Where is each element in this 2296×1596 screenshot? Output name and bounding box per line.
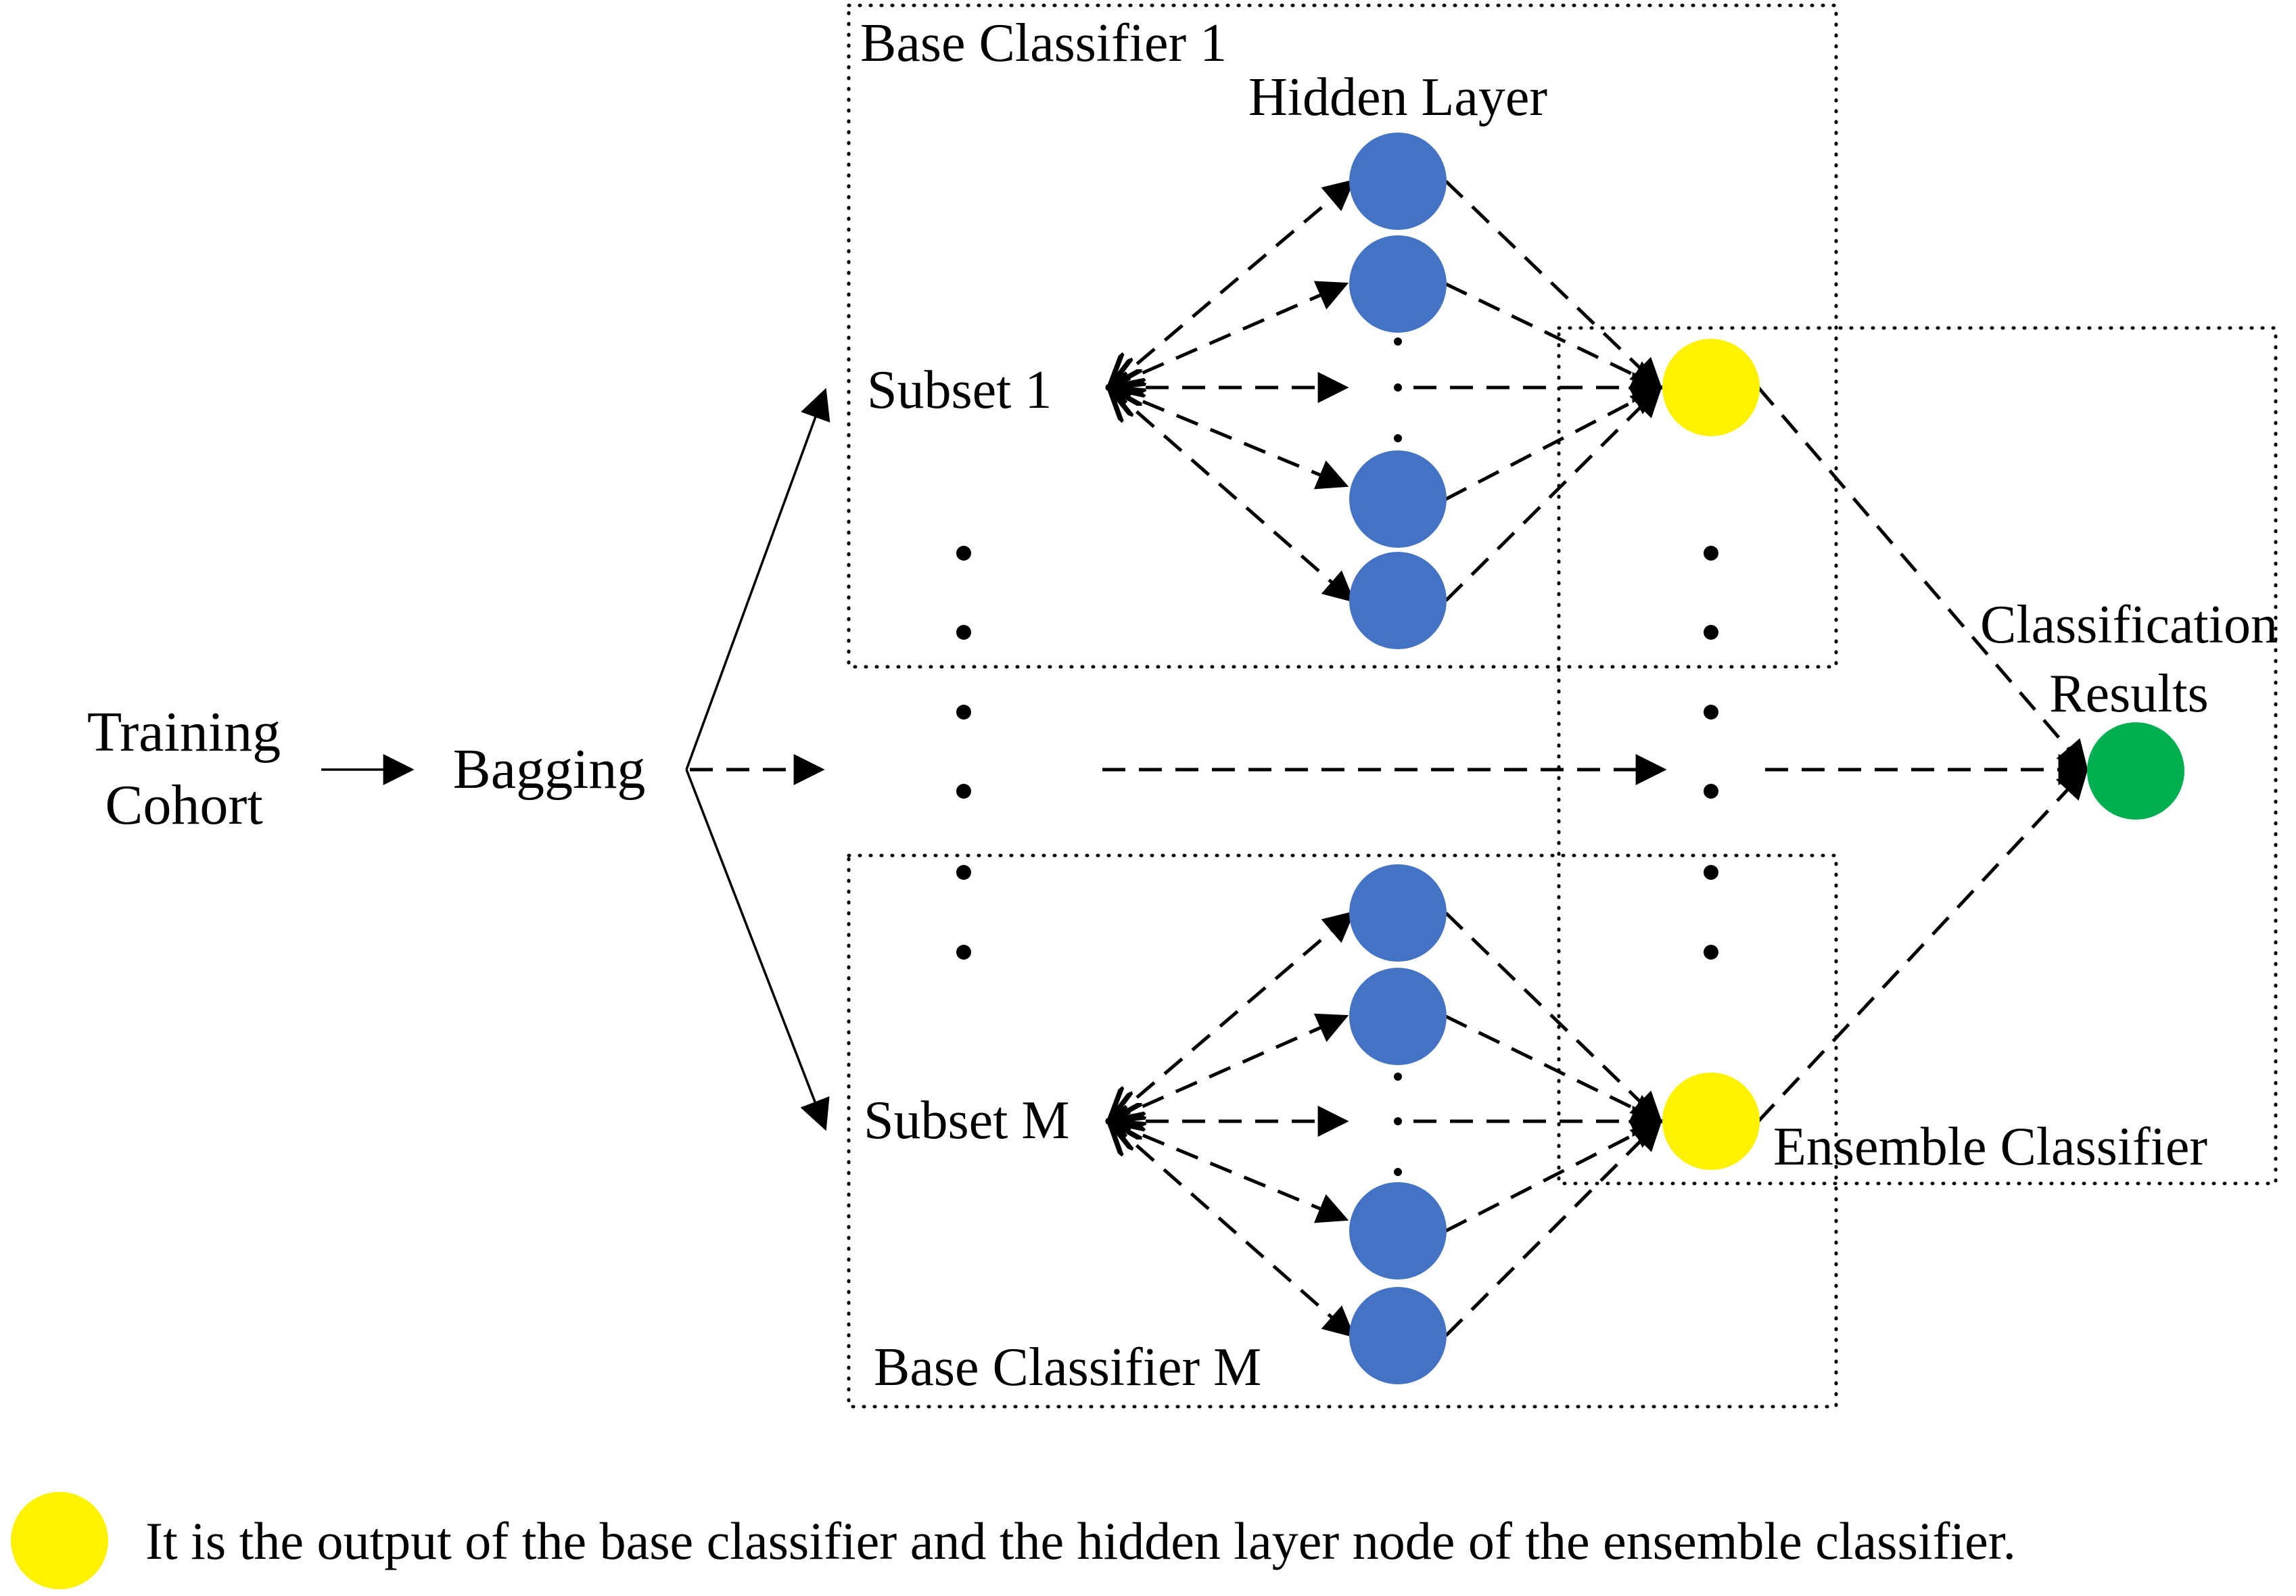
output-1-to-final-arrow — [1757, 386, 2088, 772]
classification-results-label-line2: Results — [2049, 664, 2209, 724]
base-classifier-m-box — [847, 853, 1838, 1409]
subset-1-connections — [1109, 181, 1664, 601]
hidden-node-1-3 — [1349, 450, 1447, 548]
bagging-label: Bagging — [453, 738, 646, 801]
hidden-node-1-2 — [1349, 235, 1447, 333]
ensemble-classifier-label: Ensemble Classifier — [1773, 1117, 2207, 1177]
bagging-to-subset-m-arrow — [685, 769, 830, 1131]
hidden-layer-ellipsis-m — [1394, 1073, 1402, 1176]
hidden-node-m-2 — [1349, 968, 1447, 1065]
legend-yellow-node — [11, 1492, 108, 1589]
subset-m-label: Subset M — [864, 1091, 1070, 1150]
base-classifier-1-label: Base Classifier 1 — [860, 14, 1227, 73]
subset-ellipsis — [956, 546, 971, 960]
base-classifier-1-box — [847, 3, 1838, 669]
output-ellipsis — [1704, 546, 1718, 960]
base-classifier-m-label: Base Classifier M — [874, 1338, 1261, 1397]
hidden-layer-label: Hidden Layer — [1248, 68, 1547, 127]
training-cohort-label-line1: Training — [87, 701, 281, 764]
legend-text: It is the output of the base classifier … — [145, 1511, 2016, 1570]
output-node-m — [1662, 1073, 1760, 1170]
hidden-node-m-1 — [1349, 864, 1447, 962]
subset-1-label: Subset 1 — [867, 360, 1052, 420]
training-cohort-label-line2: Cohort — [105, 774, 262, 837]
hidden-node-m-3 — [1349, 1182, 1447, 1280]
hidden-node-1-4 — [1349, 552, 1447, 649]
hidden-layer-ellipsis-1 — [1394, 337, 1402, 442]
final-result-node — [2087, 722, 2184, 820]
bagging-to-subset-1-arrow — [685, 388, 830, 770]
output-node-1 — [1662, 339, 1760, 436]
hidden-node-m-4 — [1349, 1287, 1447, 1384]
hidden-node-1-1 — [1349, 133, 1447, 230]
ensemble-classifier-box — [1557, 326, 2278, 1186]
output-m-to-final-arrow — [1757, 767, 2089, 1123]
subset-m-connections — [1109, 913, 1664, 1336]
classification-results-label-line1: Classification — [1980, 595, 2278, 655]
